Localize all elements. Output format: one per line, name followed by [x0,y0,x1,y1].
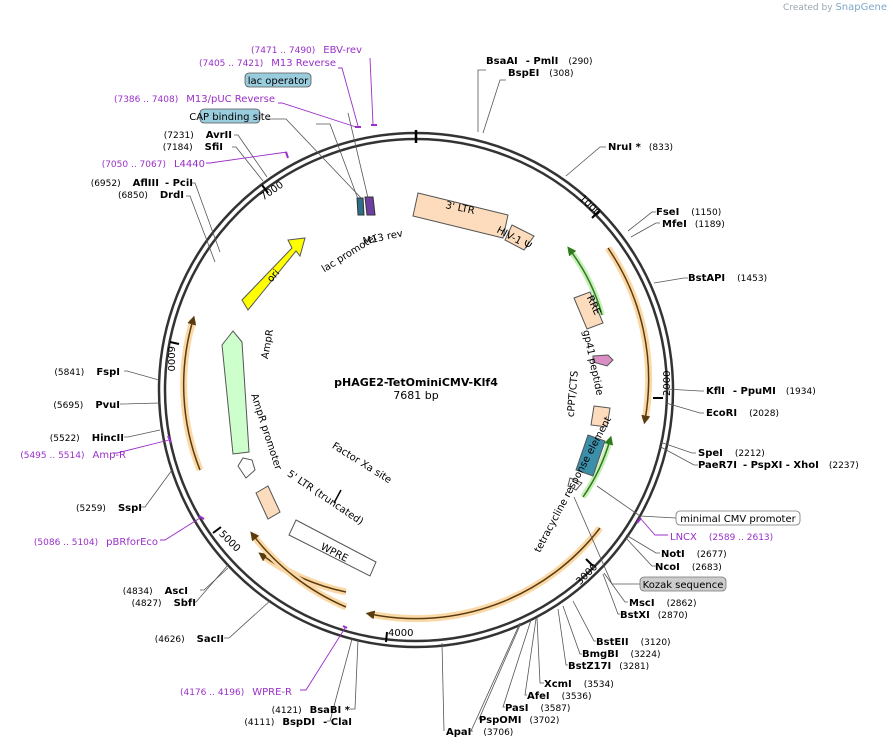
green-arcs [567,246,614,499]
enzyme-paer7i: PaeR7I- PspXI - XhoI(2237) [698,460,859,471]
enzyme-bspdi: (4111)BspDI- ClaI [244,717,352,728]
tick-1000: 1000 [577,193,603,219]
enzyme-bsaai: BsaAI- PmlI(290) [486,56,593,67]
enzyme-bmgbi: BmgBI(3224) [582,649,660,660]
brand-name: SnapGene [835,2,887,13]
box-kozak-sequence: Kozak sequence [643,580,724,591]
primer-amp-r: (5495 .. 5514)Amp-R [20,450,126,461]
enzyme-fspi: (5841)FspI [54,367,120,378]
leader-lines [120,69,704,732]
tick-6000: 6000 [165,346,176,371]
enzyme-fsei: FseI(1150) [656,207,721,218]
enzyme-sbfi: (4827)SbfI [132,598,196,609]
enzyme-nrui: NruI *(833) [608,142,673,153]
enzyme-spei: SpeI(2212) [698,448,765,459]
primer-l4440: (7050 .. 7067)L4440 [102,159,205,170]
feature-factor-xa-site: Factor Xa site [330,441,394,486]
enzyme-avrii: (7231)AvrII [164,130,232,141]
enzyme-xcmi: XcmI(3534) [544,679,614,690]
enzyme-kfli: KflI- PpuMI(1934) [706,386,816,397]
tick-2000: 2000 [662,371,673,396]
enzyme-bstxi: BstXI(2870) [620,610,688,621]
plasmid-name: pHAGE2-TetOminiCMV-Klf4 [334,376,498,389]
enzyme-sspi: (5259)SspI [76,503,142,514]
primer-labels: (7471 .. 7490)EBV-rev (7405 .. 7421)M13 … [20,45,773,698]
snapgene-brand: Created by SnapGene [783,2,887,13]
feature-tetracycline-response-element: tetracycline response element [533,415,614,555]
enzyme-afliii: (6952)AflIII- PciI [91,178,193,189]
orf-arcs [180,246,653,623]
enzyme-afei: AfeI(3536) [527,691,592,702]
primer-ebv-rev: (7471 .. 7490)EBV-rev [251,45,362,56]
primer-lncx: LNCX(2589 .. 2613) [670,532,773,543]
primer-m13-puc-reverse: (7386 .. 7408)M13/pUC Reverse [114,94,275,105]
enzyme-bstapi: BstAPI(1453) [688,273,767,284]
tick-5000: 5000 [216,529,242,555]
feature-5-ltr-truncated: 5' LTR (truncated) [285,469,365,528]
boxed-labels: lac operator CAP binding site minimal CM… [189,72,801,592]
enzyme-ecori: EcoRI(2028) [706,408,779,419]
enzyme-msci: MscI(2862) [629,598,697,609]
enzyme-pasi: PasI(3587) [505,703,570,714]
enzyme-asci: (4834)AscI [123,586,188,597]
primer-m13-reverse: (7405 .. 7421)M13 Reverse [199,58,336,69]
enzyme-pspomi: PspOMI(3702) [479,715,559,726]
enzyme-drdi: (6850)DrdI [118,190,184,201]
enzyme-mfei: MfeI(1189) [662,219,725,230]
enzyme-bstz17i: BstZ17I(3281) [568,661,649,672]
feature-ampr-promoter: AmpR promoter [248,392,283,472]
brand-created-by: Created by [783,3,833,13]
primer-wpre-r: (4176 .. 4196)WPRE-R [180,687,292,698]
feature-cppt-cts: cPPT/CTS [566,370,581,417]
feature-shapes [221,192,614,577]
enzyme-sfii: (7184)SfiI [163,142,223,153]
enzyme-bsteii: BstEII(3120) [596,637,671,648]
enzyme-labels: BsaAI- PmlI(290) BspEI(308) NruI *(833) … [50,56,859,738]
enzyme-sacii: (4626)SacII [155,634,224,645]
plasmid-length: 7681 bp [393,389,438,402]
box-cap-binding-site: CAP binding site [189,112,271,123]
enzyme-bsabi: (4121)BsaBI * [272,705,351,716]
enzyme-bspei: BspEI(308) [508,68,574,79]
backbone [157,130,675,649]
enzyme-apai: ApaI(3706) [446,727,513,738]
box-lac-operator: lac operator [248,76,309,87]
tick-4000: 4000 [388,628,413,639]
feature-ampr: AmpR [260,328,276,359]
enzyme-noti: NotI(2677) [661,549,727,560]
enzyme-pvui: (5695)PvuI [53,400,120,411]
enzyme-hincii: (5522)HincII [50,433,124,444]
box-minimal-cmv-promoter: minimal CMV promoter [680,514,796,525]
enzyme-ncoi: NcoI(2683) [655,562,722,573]
primer-leaders [113,57,668,691]
primer-pbrforeco: (5086 .. 5104)pBRforEco [34,537,158,548]
feature-lac-promoter: lac promoter [320,231,381,275]
